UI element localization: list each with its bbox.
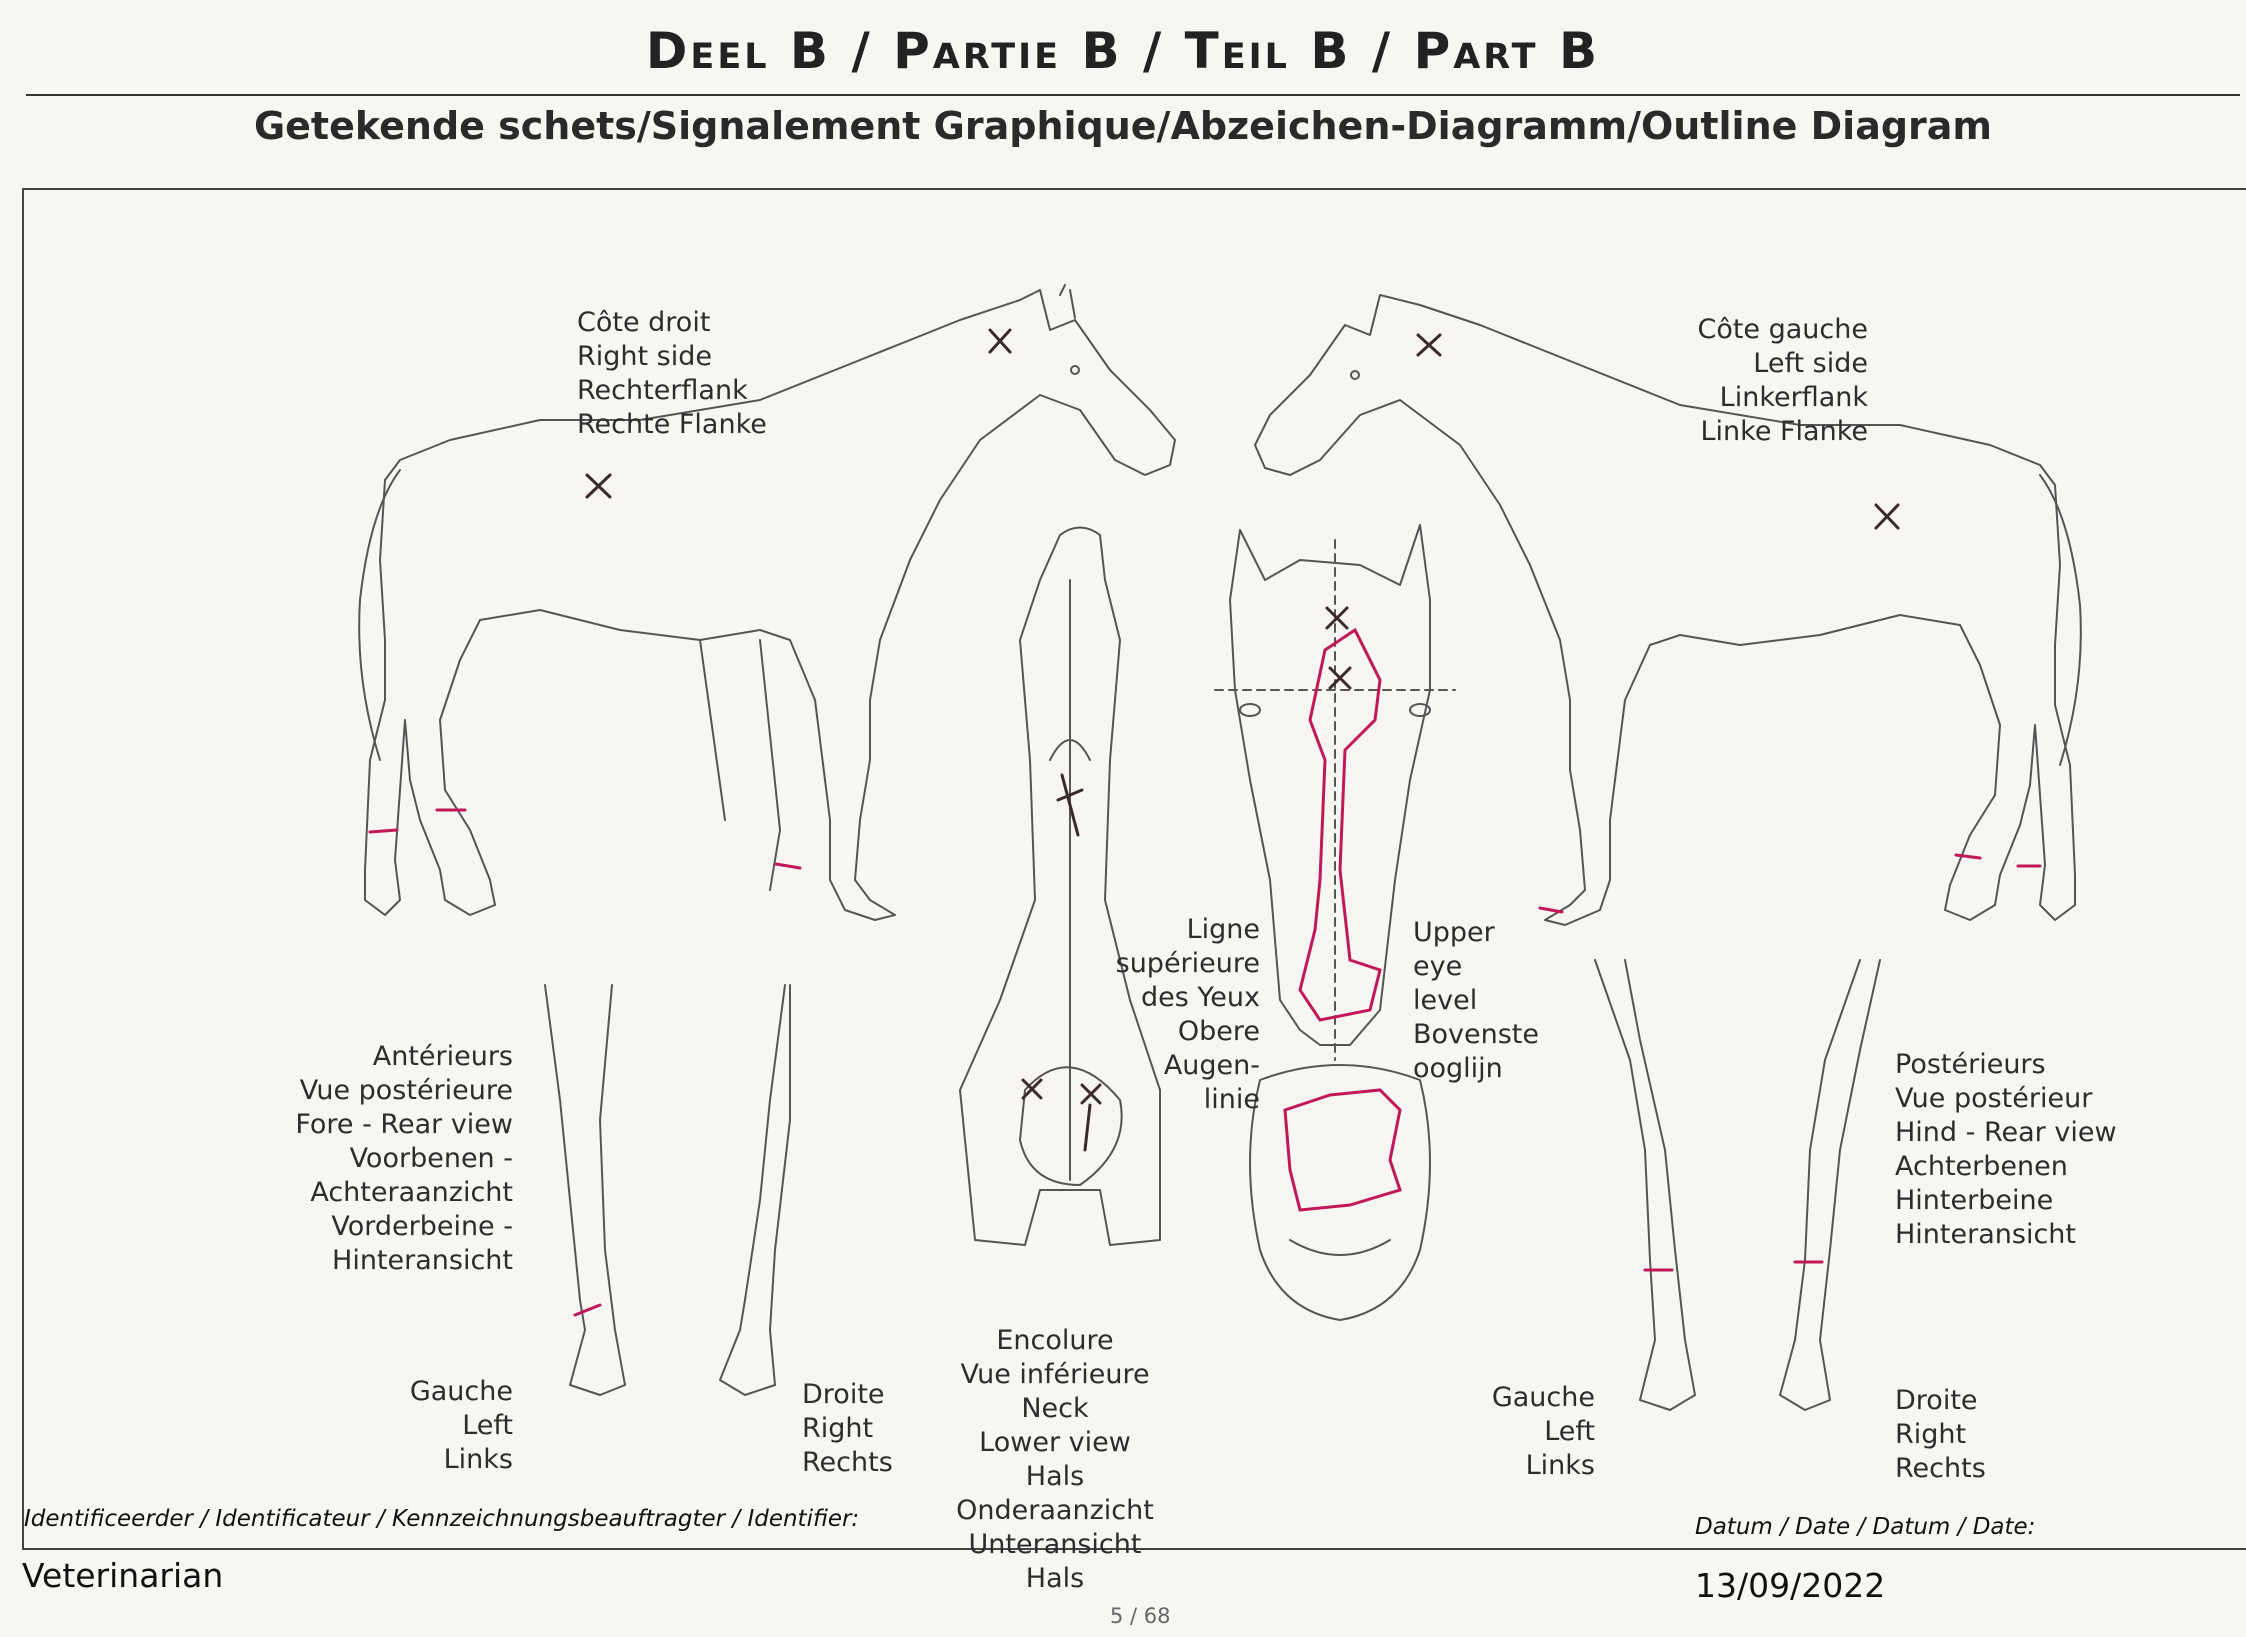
coronet-mark-5	[1954, 853, 1982, 860]
diagram-frame	[22, 188, 2246, 1550]
coronet-mark-4	[1538, 906, 1564, 914]
blaze-marking	[1298, 627, 1382, 1022]
whorl-marks	[585, 328, 1900, 1152]
whorl-neck	[1056, 773, 1084, 837]
date-label: Datum / Date / Datum / Date:	[1695, 1514, 2036, 1540]
identifier-label: Identificeerder / Identificateur / Kennz…	[24, 1506, 860, 1532]
muzzle-marking	[1283, 1088, 1402, 1212]
whorl-left-crest	[1416, 333, 1442, 357]
page-subheading: Getekende schets/Signalement Graphique/A…	[253, 104, 1993, 148]
fore-legs-rear-view-outline	[544, 984, 791, 1396]
markings	[368, 627, 2042, 1317]
whorl-forehead-2	[1328, 666, 1352, 690]
hind-legs-rear-view-outline	[1594, 959, 1881, 1411]
whorl-left-flank	[1874, 503, 1900, 530]
page-number: 5 / 68	[1110, 1604, 1171, 1628]
horse-left-side-outline	[1254, 294, 2082, 926]
identifier-value: Veterinarian	[22, 1556, 224, 1595]
whorl-right-flank	[585, 473, 612, 499]
neck-lower-view-outline	[959, 526, 1161, 1246]
page-heading: Deel B / Partie B / Teil B / Part B	[645, 22, 1601, 80]
whorl-chest-1	[1021, 1078, 1043, 1100]
coronet-mark-1	[368, 828, 399, 834]
date-value: 13/09/2022	[1695, 1566, 1886, 1605]
coronet-mark-3	[774, 862, 802, 870]
whorl-right-crest	[988, 328, 1012, 354]
sock-fore-left	[573, 1303, 602, 1317]
muzzle-view-outline	[1249, 1064, 1431, 1321]
heading-rule	[26, 94, 2240, 96]
whorl-chest-2	[1080, 1083, 1102, 1152]
horse-right-side-outline	[358, 284, 1176, 921]
whorl-forehead-1	[1325, 606, 1349, 630]
head-front-view-outline	[1214, 524, 1456, 1061]
